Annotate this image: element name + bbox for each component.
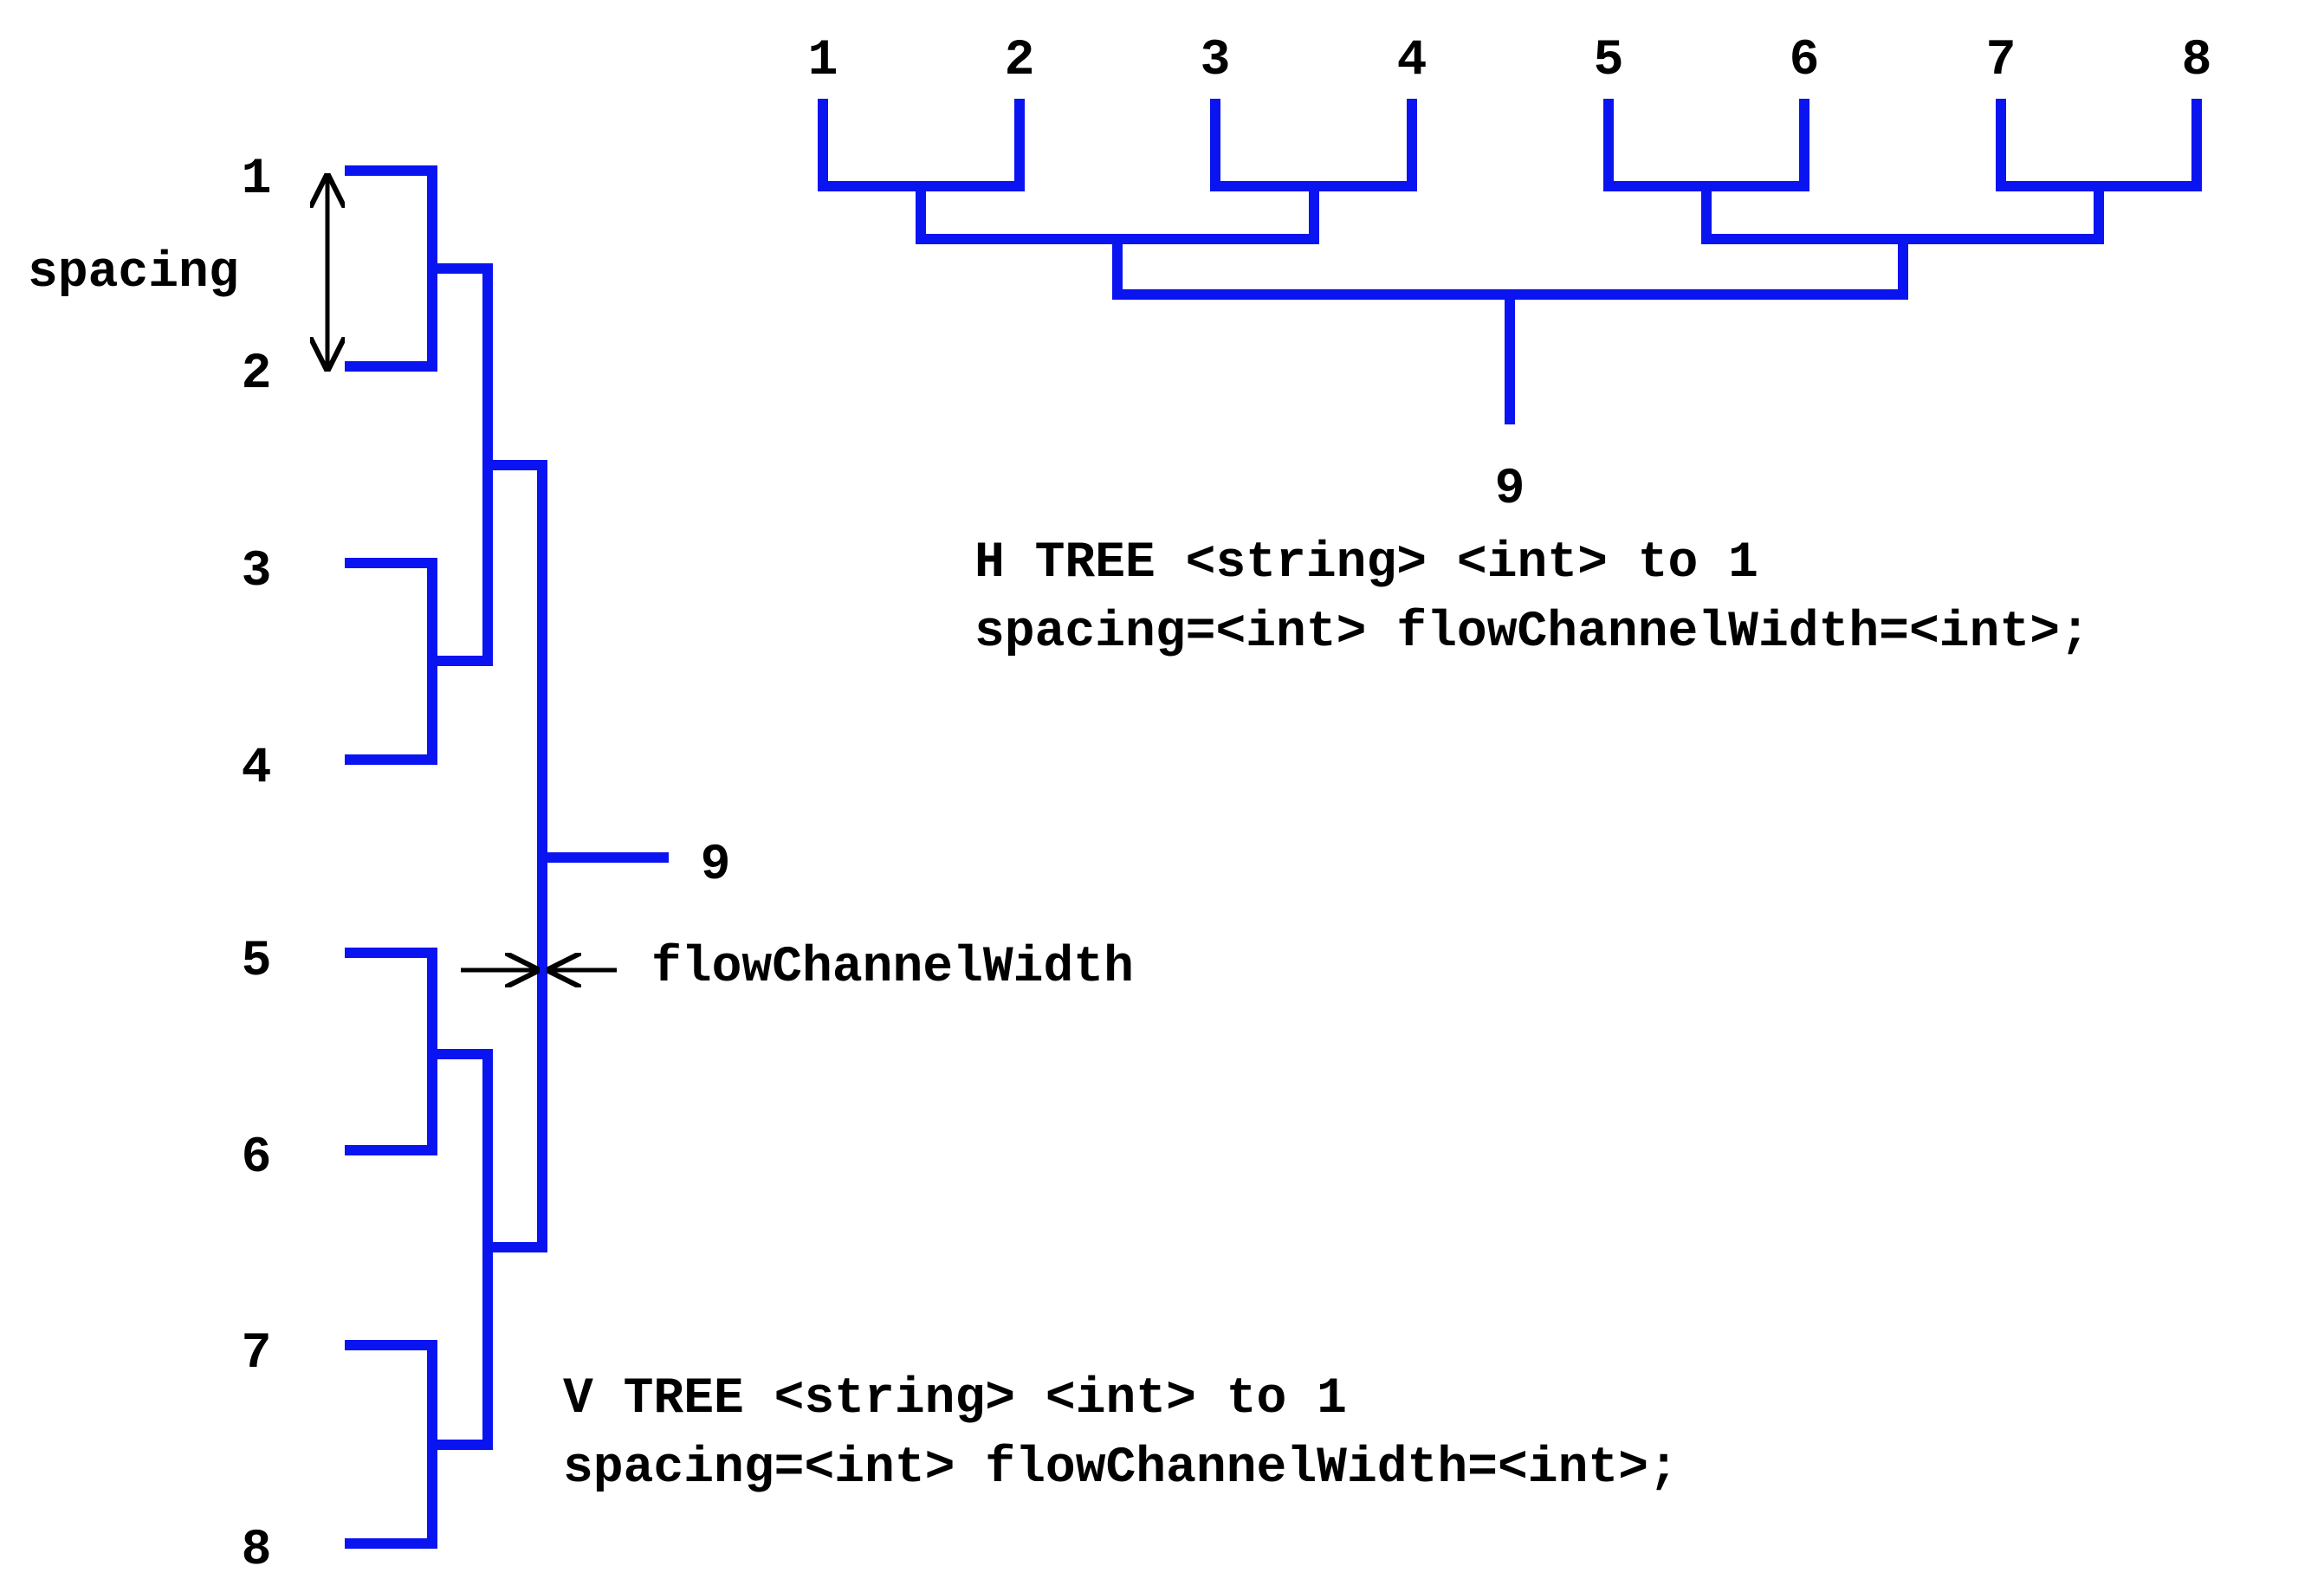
v-tree-trunk-bracket [488, 460, 547, 1252]
v-tree-leaf-label-4: 4 [242, 741, 272, 797]
v-tree-pair-1-2-bracket [345, 165, 437, 372]
h-tree-leaf-label-8: 8 [2182, 33, 2212, 89]
h-tree-pair-7-8-bracket [1996, 99, 2202, 191]
v-tree-pair-3-4-bracket [345, 558, 437, 765]
h-tree-leaf-label-6: 6 [1790, 33, 1820, 89]
h-tree-group-5-8-bracket [1701, 186, 2104, 244]
h-tree-leaf-label-7: 7 [1986, 33, 2017, 89]
v-tree-leaf-label-3: 3 [242, 544, 272, 600]
h-tree-leaf-label-4: 4 [1397, 33, 1427, 89]
v-tree-group-5-8-bracket [432, 1049, 493, 1450]
h-tree-root-label: 9 [1495, 462, 1525, 518]
h-tree-syntax-line-2: spacing=<int> flowChannelWidth=<int>; [974, 605, 2090, 661]
h-tree-pair-5-6-bracket [1603, 99, 1809, 191]
spacing-label: spacing [28, 245, 239, 301]
h-tree-pair-3-4-bracket [1210, 99, 1417, 191]
v-tree-group-1-4-bracket [432, 263, 493, 666]
v-tree-leaf-label-8: 8 [242, 1523, 272, 1579]
v-tree-leaf-label-7: 7 [242, 1326, 272, 1382]
h-tree-group-1-4-bracket [916, 186, 1319, 244]
v-tree-leaf-label-5: 5 [242, 934, 272, 990]
h-tree-leaf-label-1: 1 [808, 33, 838, 89]
h-tree-leaf-label-2: 2 [1005, 33, 1035, 89]
v-tree-leaf-label-1: 1 [242, 152, 272, 208]
h-tree-trunk-bracket [1112, 239, 1908, 300]
v-tree-root-label: 9 [701, 838, 731, 894]
h-tree-leaf-label-5: 5 [1594, 33, 1624, 89]
v-tree-syntax-line-1: V TREE <string> <int> to 1 [563, 1371, 1347, 1427]
h-tree-syntax-line-1: H TREE <string> <int> to 1 [974, 535, 1758, 592]
v-tree-pair-5-6-bracket [345, 948, 437, 1155]
v-tree-pair-7-8-bracket [345, 1340, 437, 1549]
v-tree: 1 2 3 4 5 6 7 8 9 spacing flowChannelWid… [28, 152, 1679, 1579]
h-tree: 1 2 3 4 5 6 7 8 9 H TREE <string> <int> … [808, 33, 2212, 661]
h-tree-leaf-label-3: 3 [1201, 33, 1231, 89]
v-tree-syntax-line-2: spacing=<int> flowChannelWidth=<int>; [563, 1440, 1679, 1497]
h-tree-pair-1-2-bracket [818, 99, 1025, 191]
v-tree-leaf-label-2: 2 [242, 346, 272, 403]
flow-channel-width-label: flowChannelWidth [651, 940, 1134, 996]
v-tree-leaf-label-6: 6 [242, 1130, 272, 1187]
